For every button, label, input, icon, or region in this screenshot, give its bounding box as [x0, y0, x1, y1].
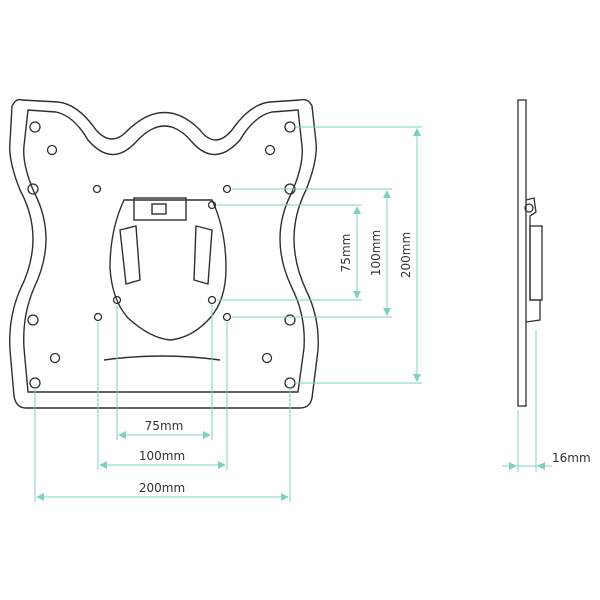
top-clip-tab [151, 203, 167, 215]
dim-label-200-vertical: 200mm [399, 232, 413, 278]
mounting-hole-icon [284, 121, 296, 133]
mounting-hole-icon [92, 184, 102, 194]
left-slot [119, 225, 141, 285]
mounting-hole-icon [284, 314, 296, 326]
dim-label-75-vertical: 75mm [339, 234, 353, 273]
dim-label-100-horizontal: 100mm [139, 449, 185, 463]
mounting-hole-icon [27, 183, 39, 195]
side-plate [517, 99, 527, 407]
mounting-hole-icon [93, 312, 103, 322]
plate-inner-outline [23, 109, 305, 393]
side-knob-icon [524, 203, 534, 213]
mounting-holes [27, 121, 296, 389]
mounting-hole-icon [207, 295, 217, 305]
mounting-hole-icon [29, 377, 41, 389]
mounting-hole-icon [284, 377, 296, 389]
mounting-hole-icon [264, 144, 276, 156]
right-slot [193, 225, 213, 285]
mounting-hole-icon [46, 144, 58, 156]
mounting-hole-icon [29, 121, 41, 133]
dim-label-75-horizontal: 75mm [145, 419, 184, 433]
lower-cradle-outline [103, 355, 221, 361]
dim-label-100-vertical: 100mm [369, 230, 383, 276]
mounting-hole-icon [207, 200, 217, 210]
mounting-hole-icon [27, 314, 39, 326]
mounting-hole-icon [261, 352, 273, 364]
side-profile [517, 99, 543, 407]
front-plate [9, 98, 319, 409]
dimension-lines [34, 126, 552, 502]
center-bracket-outline [109, 199, 227, 341]
mounting-hole-icon [222, 312, 232, 322]
side-bracket [525, 197, 541, 323]
mounting-hole-icon [222, 184, 232, 194]
dim-label-200-horizontal: 200mm [139, 481, 185, 495]
top-clip [133, 197, 187, 221]
mounting-hole-icon [49, 352, 61, 364]
dim-label-16-depth: 16mm [552, 451, 591, 465]
side-bracket-body [529, 225, 543, 301]
plate-outer-outline [9, 98, 319, 409]
mounting-hole-icon [112, 295, 122, 305]
